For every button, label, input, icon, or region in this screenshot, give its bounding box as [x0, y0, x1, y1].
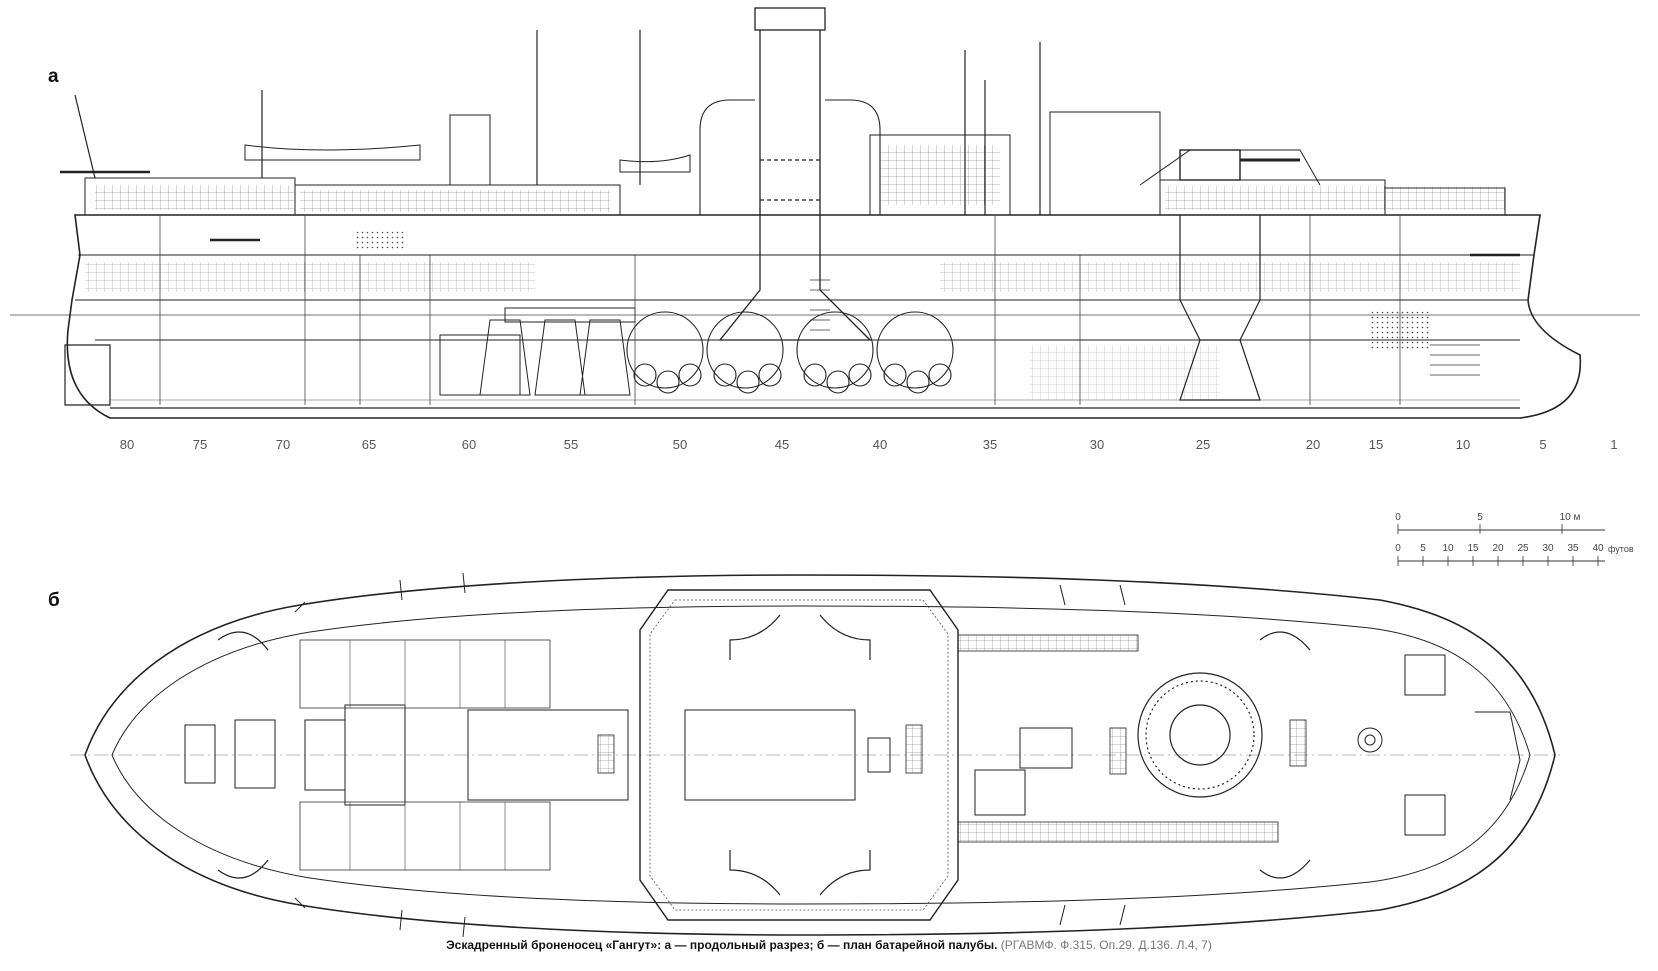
- caption-main: Эскадренный броненосец «Гангут»: а — про…: [446, 938, 998, 952]
- scale-tick-ft: 25: [1517, 543, 1529, 554]
- frame-number: 30: [1089, 437, 1105, 452]
- hull-outline: [66, 214, 1582, 419]
- frame-number: 10: [1455, 437, 1471, 452]
- ventilator: [699, 99, 755, 215]
- frame-number: 70: [275, 437, 291, 452]
- frame-number: 55: [563, 437, 579, 452]
- boat: [619, 154, 691, 173]
- capstan: [974, 727, 1383, 816]
- cabin-windows: [300, 190, 610, 212]
- frame-number: 50: [672, 437, 688, 452]
- scale-tick-ft: 15: [1467, 543, 1479, 554]
- frame-number: 65: [361, 437, 377, 452]
- gun-sponsons: [217, 614, 1311, 896]
- figure-caption: Эскадренный броненосец «Гангут»: а — про…: [0, 938, 1658, 952]
- masts: [74, 30, 1041, 215]
- cabin-windows: [880, 145, 1000, 205]
- cabins-starboard: [299, 801, 551, 871]
- frame-number: 25: [1195, 437, 1211, 452]
- scale-unit-ft: футов: [1608, 544, 1634, 554]
- hatches: [184, 704, 891, 806]
- frame-number: 40: [872, 437, 888, 452]
- lower-cabins: [85, 262, 535, 292]
- frame-number: 15: [1368, 437, 1384, 452]
- scale-tick-ft: 35: [1567, 543, 1579, 554]
- anchor-gear: [1404, 654, 1521, 836]
- scale-bars: [1397, 524, 1605, 566]
- coal-bunker: [355, 230, 405, 250]
- ladders: [810, 279, 1480, 376]
- cabin-windows: [1165, 186, 1505, 210]
- label-section-b: б: [48, 590, 60, 611]
- citadel: [639, 589, 959, 921]
- scale-tick-ft: 30: [1542, 543, 1554, 554]
- frame-number: 75: [192, 437, 208, 452]
- frame-number: 20: [1305, 437, 1321, 452]
- engines: [439, 307, 636, 396]
- funnel: [718, 7, 872, 341]
- guns: [60, 149, 1520, 257]
- scale-tick-m: 5: [1477, 512, 1483, 523]
- frame-number: 1: [1610, 437, 1618, 452]
- plan-inner-hull: [111, 605, 1531, 905]
- bulkheads: [159, 215, 1401, 405]
- frame-number: 60: [461, 437, 477, 452]
- frame-number: 45: [774, 437, 790, 452]
- scale-tick-m: 0: [1395, 512, 1401, 523]
- lower-cabins: [940, 262, 1520, 292]
- stanchions: [294, 572, 1126, 938]
- frame-number: 80: [119, 437, 135, 452]
- caption-source: (РГАВМФ. Ф.315. Оп.29. Д.136. Л.4, 7): [1000, 938, 1212, 952]
- ventilator: [825, 99, 881, 215]
- scale-tick-ft: 10: [1442, 543, 1454, 554]
- label-section-a: а: [48, 66, 59, 87]
- boilers: [626, 311, 954, 394]
- plan-hull-outline: [84, 574, 1556, 936]
- rudder: [64, 344, 111, 406]
- turret-ring: [1137, 672, 1263, 798]
- cabins-port: [299, 639, 551, 709]
- scale-tick-m: 10 м: [1559, 512, 1581, 523]
- turret: [1179, 215, 1261, 401]
- cabin-windows: [95, 185, 295, 210]
- scale-tick-ft: 40: [1592, 543, 1604, 554]
- aft-compartments: [1030, 345, 1220, 400]
- vents: [597, 634, 1307, 843]
- scale-tick-ft: 0: [1395, 543, 1401, 554]
- citadel-inner: [649, 599, 949, 911]
- frame-number: 35: [982, 437, 998, 452]
- longitudinal-section: [10, 7, 1640, 419]
- scale-tick-ft: 5: [1420, 543, 1426, 554]
- scale-tick-ft: 20: [1492, 543, 1504, 554]
- frame-number: 5: [1539, 437, 1547, 452]
- boat: [244, 144, 421, 161]
- battery-deck-plan: [70, 572, 1560, 938]
